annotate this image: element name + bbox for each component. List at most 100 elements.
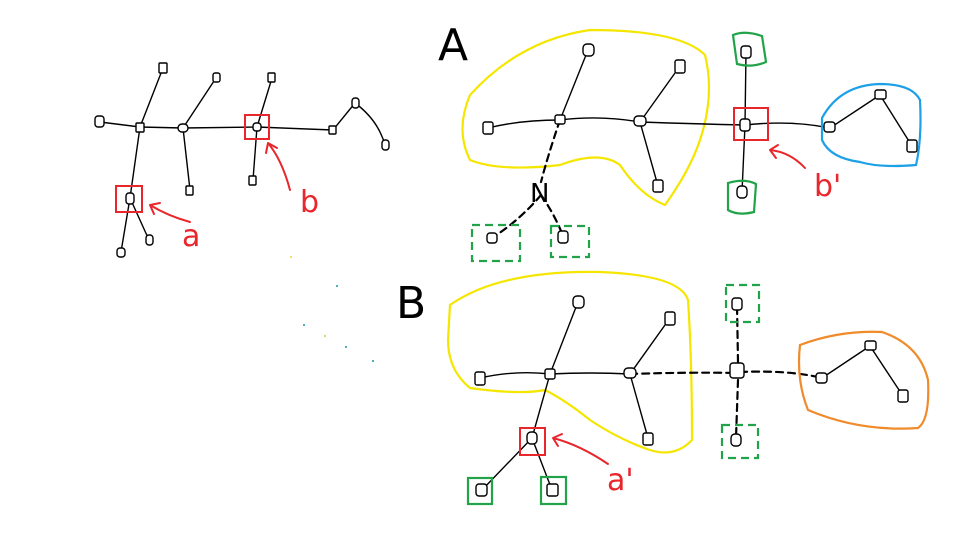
tree-node	[546, 483, 559, 497]
original-tree: a b	[94, 62, 390, 258]
tree-node	[328, 125, 337, 135]
stray-specks	[290, 256, 374, 362]
green-dashed-box-top-b	[724, 283, 761, 324]
highlight-box-a-prime	[519, 427, 546, 456]
edge	[559, 49, 589, 121]
label-a-prime: a'	[607, 463, 634, 498]
green-dashed-box-left-a	[470, 223, 522, 263]
tree-node	[554, 114, 566, 125]
edge	[869, 345, 904, 397]
blue-group-a	[820, 82, 922, 168]
tree-node	[572, 295, 585, 309]
tree-node	[674, 59, 686, 74]
tree-node	[544, 368, 556, 380]
edge	[129, 126, 141, 199]
edge	[139, 67, 164, 128]
tree-node	[267, 72, 276, 83]
tree-node	[623, 367, 637, 379]
edge	[481, 437, 533, 491]
tree-node	[482, 121, 494, 135]
arrow-to-a-prime	[552, 433, 609, 465]
edge	[354, 102, 386, 146]
edge	[120, 197, 131, 253]
tree-node	[248, 175, 257, 186]
edge	[629, 373, 649, 439]
tree-node	[906, 139, 918, 153]
tree-node	[652, 179, 664, 193]
tree-node	[729, 362, 745, 379]
edge	[559, 117, 641, 123]
green-box-bottom-a	[726, 179, 758, 215]
highlight-box-b-prime	[733, 107, 769, 141]
tree-node	[475, 483, 488, 497]
edge	[629, 317, 671, 375]
tree-node	[739, 118, 751, 132]
edge	[744, 51, 747, 126]
tree-node	[557, 230, 569, 244]
tree-node	[351, 97, 360, 109]
tree-node	[125, 192, 135, 205]
tree-node	[381, 139, 390, 151]
tree-node	[823, 121, 836, 133]
edge	[741, 124, 746, 193]
yellow-group-b	[446, 270, 694, 454]
edge	[256, 77, 273, 128]
tree-node	[730, 433, 742, 447]
orange-group-b	[797, 330, 930, 430]
diagram-b: B	[396, 270, 930, 506]
green-box-left-b	[466, 476, 494, 506]
diagram-a-title: A	[438, 20, 468, 71]
dashed-edge	[738, 370, 824, 380]
green-dashed-box-bottom-b	[720, 423, 760, 460]
green-box-right-b	[539, 475, 568, 506]
edge	[821, 345, 871, 379]
tree-node	[864, 340, 877, 351]
edge	[182, 127, 191, 191]
dashed-edge	[539, 118, 562, 184]
tree-node	[740, 45, 752, 59]
edge	[182, 77, 217, 129]
tree-node	[177, 123, 189, 133]
edge	[129, 197, 150, 241]
tree-node	[135, 122, 145, 133]
edge	[531, 437, 553, 491]
label-b: b	[300, 185, 319, 220]
tree-node	[815, 372, 828, 384]
tree-node	[736, 185, 748, 199]
edge	[252, 126, 258, 181]
highlight-box-a	[115, 185, 143, 213]
green-box-top-a	[731, 31, 768, 67]
tree-node	[486, 232, 498, 244]
tree-node	[526, 431, 538, 445]
arrow-to-b	[265, 142, 291, 191]
edge	[879, 94, 913, 147]
edge	[332, 102, 356, 131]
edge	[639, 121, 746, 126]
tree-node	[664, 311, 676, 326]
tree-node	[582, 43, 595, 57]
diagram-a: A N	[438, 20, 922, 263]
tree-node	[145, 234, 154, 246]
dashed-edge	[628, 371, 737, 376]
edge	[549, 372, 631, 375]
tree-node	[212, 72, 221, 83]
tree-node	[94, 115, 105, 128]
dashed-edge	[735, 303, 740, 364]
edge	[639, 121, 659, 187]
label-b-prime: b'	[814, 169, 841, 204]
tree-node	[731, 297, 743, 311]
tree-node	[897, 389, 909, 403]
tree-node	[474, 371, 486, 386]
split-node-label-a: N	[530, 179, 549, 209]
edge	[99, 121, 141, 128]
edge	[487, 119, 561, 129]
tree-node	[642, 432, 654, 446]
tree-node	[185, 185, 194, 196]
arrow-to-a	[149, 202, 191, 223]
yellow-group-a	[461, 28, 711, 207]
edge	[829, 94, 881, 129]
label-a: a	[182, 219, 200, 254]
tree-node	[633, 115, 647, 127]
